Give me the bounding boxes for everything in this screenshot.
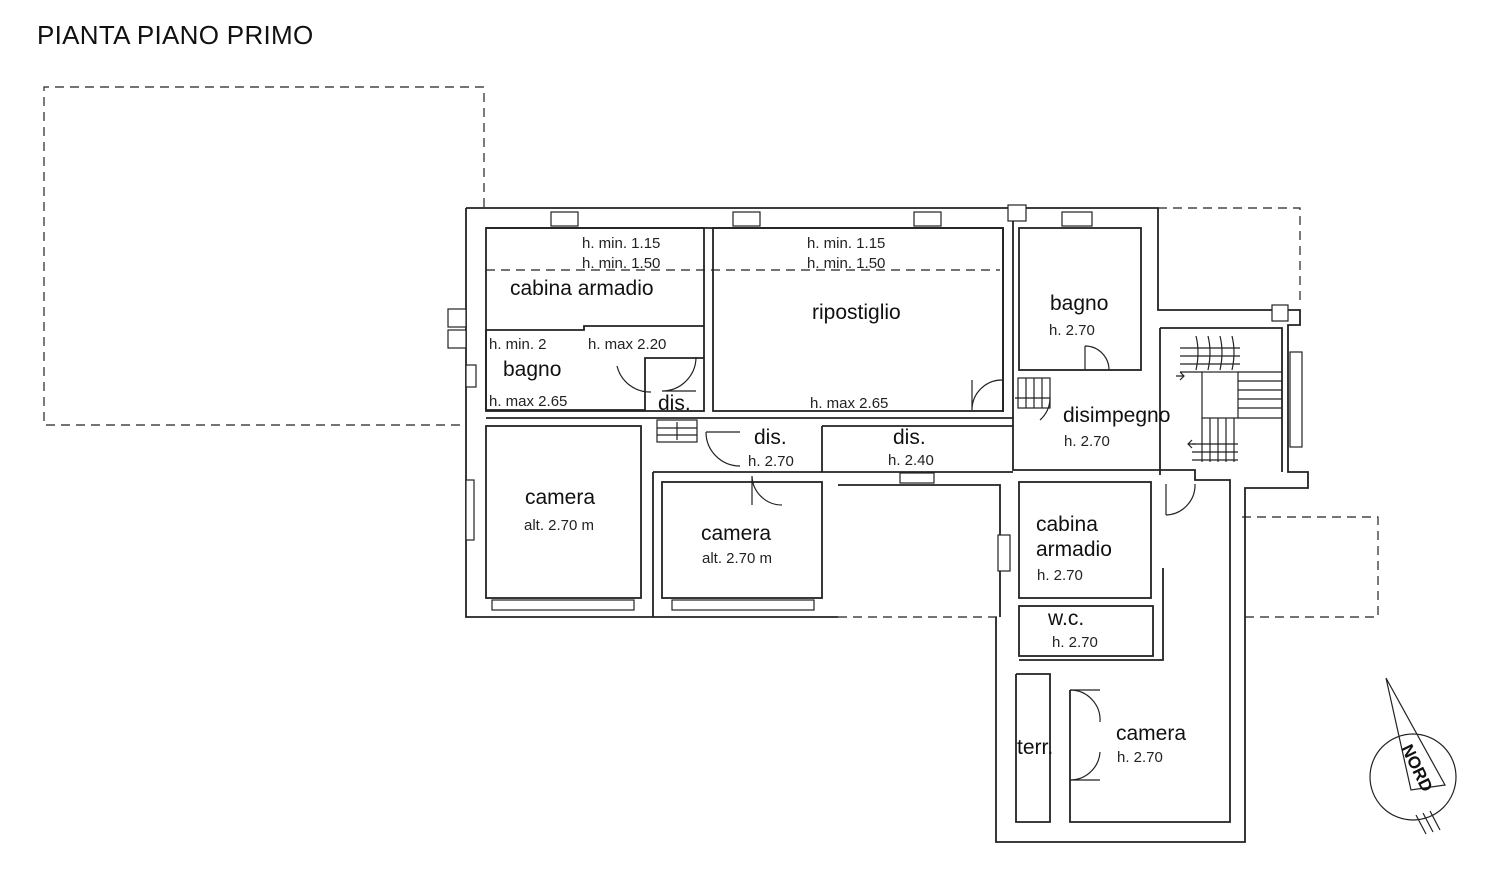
wc-label: w.c. (1047, 607, 1084, 630)
ripostiglio-hmax: h. max 2.65 (810, 395, 888, 412)
ripostiglio-hmin-b: h. min. 1.50 (807, 255, 885, 272)
bagno-2-hmin: h. min. 2 (489, 336, 547, 353)
camera-1-height: alt. 2.70 m (524, 517, 594, 534)
small-stair (656, 377, 1051, 443)
cabina-armadio-1-hmax: h. max 2.20 (588, 336, 666, 353)
dis-1-label: dis. (658, 392, 691, 415)
dis-2-height: h. 2.70 (748, 453, 794, 470)
cabina-armadio-1-hmin-b: h. min. 1.50 (582, 255, 660, 272)
disimpegno-height: h. 2.70 (1064, 433, 1110, 450)
terr-label: terr. (1017, 736, 1053, 759)
cabina-armadio-2-label-line2: armadio (1036, 538, 1112, 561)
bagno-1-height: h. 2.70 (1049, 322, 1095, 339)
north-label: NORD (1397, 741, 1436, 794)
cabina-armadio-1-label: cabina armadio (510, 277, 654, 300)
exterior-walls (465, 207, 1309, 843)
ripostiglio-hmin-a: h. min. 1.15 (807, 235, 885, 252)
windows (447, 204, 1303, 611)
disimpegno-label: disimpegno (1063, 404, 1170, 427)
north-compass: NORD (1369, 677, 1457, 835)
bagno-2-hmax: h. max 2.65 (489, 393, 567, 410)
cabina-armadio-2-label-line1: cabina (1036, 513, 1098, 536)
bagno-2-label: bagno (503, 358, 561, 381)
cabina-armadio-2-height: h. 2.70 (1037, 567, 1083, 584)
dis-2-label: dis. (754, 426, 787, 449)
camera-1-label: camera (525, 486, 595, 509)
camera-2-height: alt. 2.70 m (702, 550, 772, 567)
camera-3-label: camera (1116, 722, 1186, 745)
dis-3-label: dis. (893, 426, 926, 449)
wc-height: h. 2.70 (1052, 634, 1098, 651)
room-labels: h. min. 1.15 h. min. 1.50 cabina armadio… (489, 235, 1186, 766)
bagno-1-label: bagno (1050, 292, 1108, 315)
plan-title: PIANTA PIANO PRIMO (37, 20, 314, 50)
lower-floor-outline (43, 86, 1379, 618)
camera-3-height: h. 2.70 (1117, 749, 1163, 766)
dis-3-height: h. 2.40 (888, 452, 934, 469)
ripostiglio-label: ripostiglio (812, 301, 901, 324)
camera-2-label: camera (701, 522, 771, 545)
cabina-armadio-1-hmin-a: h. min. 1.15 (582, 235, 660, 252)
staircase (1176, 335, 1282, 462)
